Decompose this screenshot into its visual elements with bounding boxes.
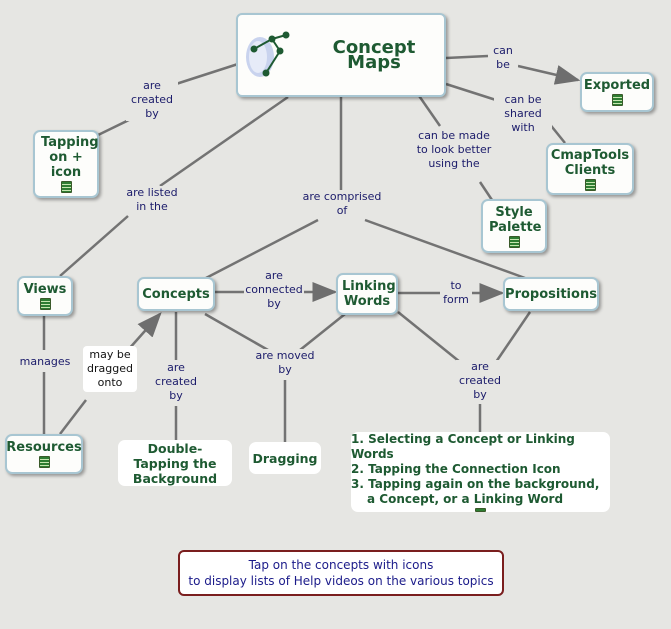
help-instruction-line2: to display lists of Help videos on the v…: [188, 574, 494, 588]
concept-views[interactable]: Views: [17, 276, 73, 316]
concepts-label: Concepts: [142, 286, 210, 302]
link-are-created-by-steps: are created by: [456, 360, 504, 402]
video-film-icon[interactable]: [475, 508, 486, 512]
link-are-listed: are listed in the: [122, 186, 182, 214]
concept-maps-title[interactable]: Concept Maps: [236, 13, 446, 97]
link-are-moved-by: are moved by: [254, 349, 316, 377]
link-are-created-by-double: are created by: [152, 361, 200, 403]
cmaptools-label: CmapTools Clients: [550, 147, 630, 178]
concept-maps-label: Concept Maps: [332, 37, 416, 73]
video-film-icon[interactable]: [60, 181, 72, 193]
resources-label: Resources: [6, 440, 82, 455]
video-film-icon[interactable]: [39, 298, 51, 310]
concept-map-logo-icon: [238, 27, 300, 83]
help-instruction-box: Tap on the concepts with icons to displa…: [178, 550, 504, 596]
step-2: 2. Tapping the Connection Icon: [351, 462, 561, 476]
concept-connection-steps[interactable]: 1. Selecting a Concept or Linking Words …: [351, 432, 610, 512]
step-3: 3. Tapping again on the background,: [351, 477, 600, 491]
concept-resources[interactable]: Resources: [5, 434, 83, 474]
step-1: 1. Selecting a Concept or Linking Words: [351, 432, 575, 461]
link-can-be-made: can be made to look better using the: [416, 129, 492, 171]
concept-linking-words[interactable]: Linking Words: [336, 273, 398, 315]
concept-exported[interactable]: Exported: [580, 72, 654, 112]
link-to-form: to form: [440, 279, 472, 307]
concept-double-tapping: Double-Tapping the Background: [118, 440, 232, 486]
style-palette-label: Style Palette: [489, 204, 542, 235]
concept-concepts[interactable]: Concepts: [137, 277, 215, 311]
video-film-icon[interactable]: [508, 235, 520, 248]
concept-style-palette[interactable]: Style Palette: [481, 199, 547, 253]
video-film-icon[interactable]: [611, 94, 623, 106]
concept-propositions[interactable]: Propositions: [503, 277, 599, 311]
concept-dragging: Dragging: [249, 442, 321, 474]
dragging-label: Dragging: [252, 450, 318, 466]
video-film-icon[interactable]: [38, 456, 50, 468]
link-can-be-shared: can be shared with: [494, 93, 552, 135]
concept-cmaptools-clients[interactable]: CmapTools Clients: [546, 143, 634, 195]
exported-label: Exported: [583, 78, 651, 93]
tapping-plus-label: Tapping on + icon: [41, 135, 99, 180]
video-film-icon[interactable]: [584, 178, 596, 191]
views-label: Views: [23, 282, 67, 297]
link-are-comprised: are comprised of: [300, 190, 384, 218]
link-are-created-by-tapping: are created by: [126, 79, 178, 121]
link-may-be-dragged: may be dragged onto: [83, 346, 137, 392]
link-are-connected: are connected by: [244, 269, 304, 311]
help-instruction-line1: Tap on the concepts with icons: [248, 558, 434, 572]
linking-words-label: Linking Words: [342, 279, 396, 309]
link-can-be: can be: [488, 44, 518, 72]
double-tapping-label: Double-Tapping the Background: [132, 440, 218, 486]
step-3-cont: a Concept, or a Linking Word: [367, 492, 564, 506]
concept-tapping-plus[interactable]: Tapping on + icon: [33, 130, 99, 198]
link-manages: manages: [16, 355, 74, 369]
propositions-label: Propositions: [505, 286, 597, 302]
